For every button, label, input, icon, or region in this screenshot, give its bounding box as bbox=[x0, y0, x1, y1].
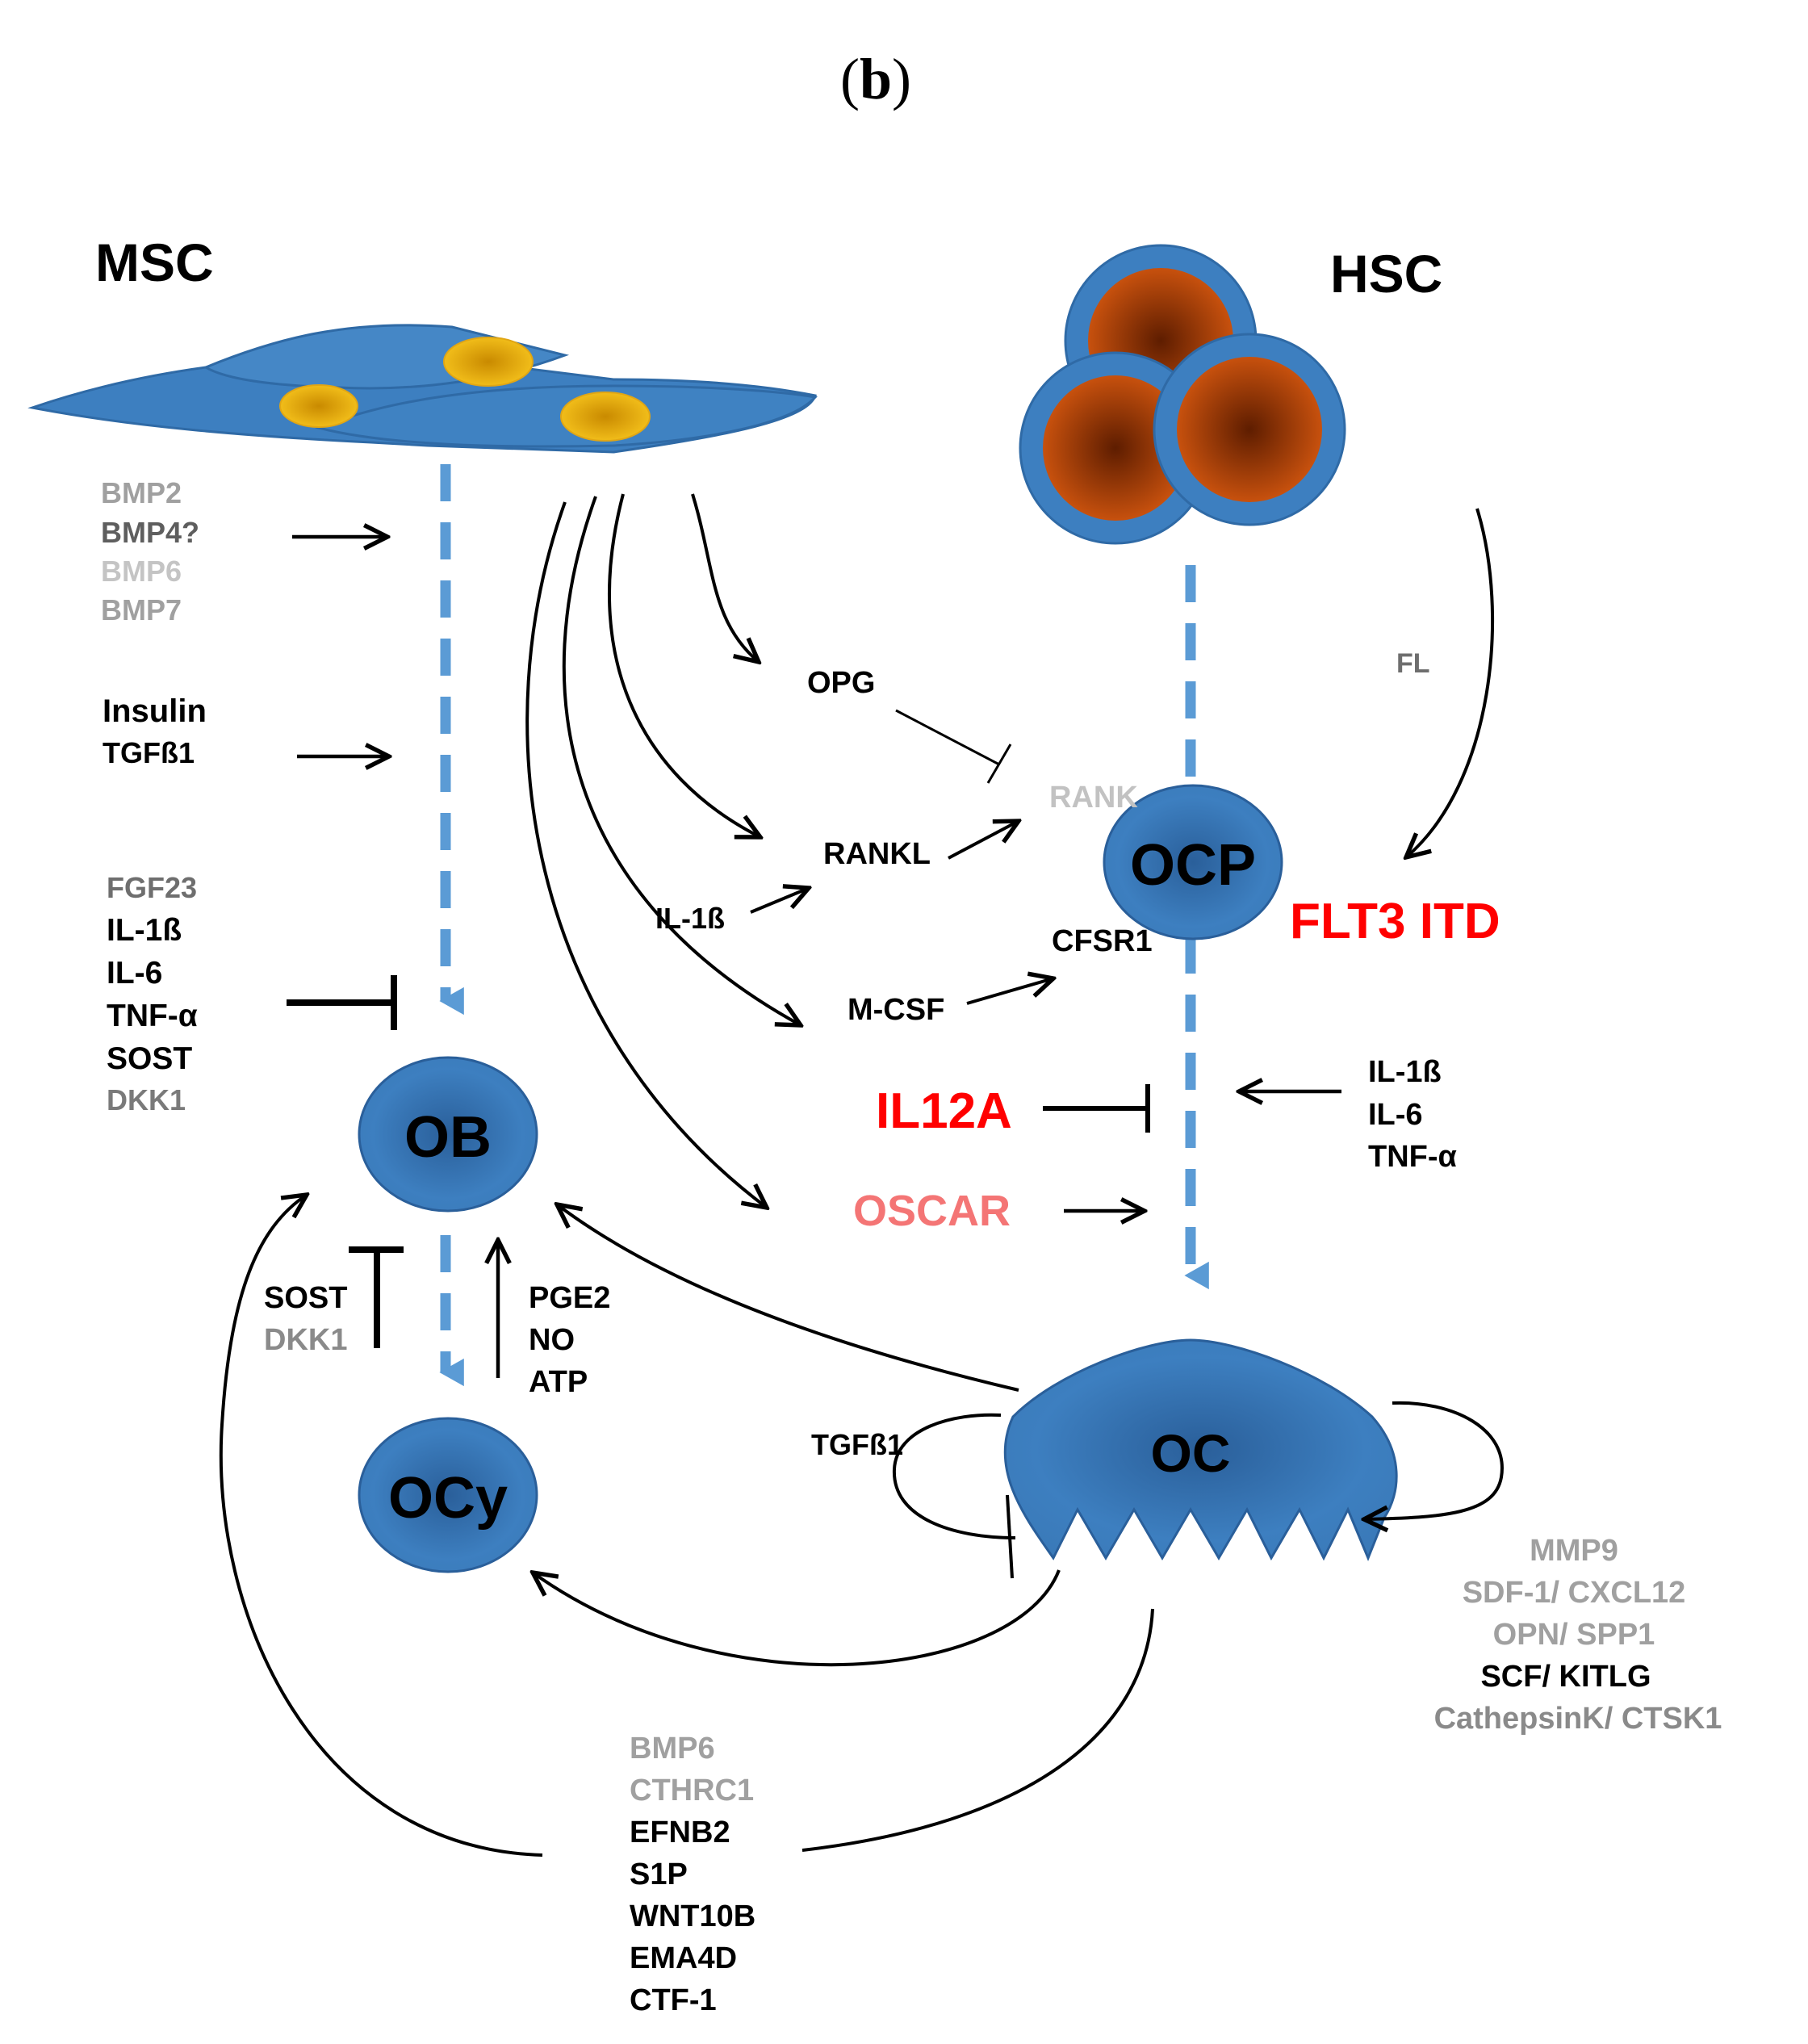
s1p-label: S1P bbox=[630, 1858, 688, 1891]
hsc-nucleus bbox=[1043, 375, 1188, 521]
tnfa-label: TNF-α bbox=[107, 999, 198, 1033]
tgfb1-oc-label: TGFß1 bbox=[811, 1428, 903, 1461]
hsc-to-flt3-curve bbox=[1406, 508, 1495, 857]
oc-label: OC bbox=[1151, 1423, 1231, 1483]
hsc-cell-group bbox=[1019, 244, 1346, 545]
il1b-right-label: IL-1ß bbox=[1368, 1055, 1442, 1089]
bmp-group: BMP2 BMP4? BMP6 BMP7 bbox=[101, 476, 199, 626]
sdf1-label: SDF-1/ CXCL12 bbox=[1463, 1576, 1686, 1610]
msc-to-oscar-curve bbox=[525, 501, 767, 1208]
oc-self-loop bbox=[1364, 1401, 1504, 1519]
opn-label: OPN/ SPP1 bbox=[1493, 1618, 1655, 1652]
insulin-group: Insulin TGFß1 bbox=[103, 693, 207, 769]
bmp6-label: BMP6 bbox=[101, 555, 182, 588]
msc-cell-group bbox=[27, 324, 818, 454]
msc-nucleus bbox=[279, 384, 358, 428]
oc-to-ocy-curve bbox=[533, 1569, 1061, 1667]
opg-inhibit-bar bbox=[986, 743, 1012, 784]
ocp-label: OCP bbox=[1130, 833, 1256, 898]
panel-open-paren: ( bbox=[840, 47, 860, 111]
efnb2-label: EFNB2 bbox=[630, 1816, 730, 1849]
bmp7-label: BMP7 bbox=[101, 593, 182, 626]
oc-to-ob-curve bbox=[557, 1204, 1019, 1392]
il12a-label: IL12A bbox=[876, 1083, 1012, 1139]
ob-label: OB bbox=[404, 1105, 492, 1170]
ocy-cell bbox=[358, 1417, 538, 1573]
tnfa-right-label: TNF-α bbox=[1368, 1140, 1457, 1174]
tgfb1-loop-curve bbox=[892, 1413, 1016, 1539]
ocy-signal-group: PGE2 NO ATP bbox=[529, 1281, 610, 1399]
coupling-factor-group: BMP6 CTHRC1 EFNB2 S1P WNT10B EMA4D CTF-1 bbox=[630, 1732, 755, 2017]
mcsf-to-cfsr1-arrow bbox=[966, 978, 1053, 1005]
il1b-to-rankl-arrow bbox=[750, 888, 809, 914]
oc-cell bbox=[1003, 1338, 1398, 1561]
ob-cell bbox=[358, 1056, 538, 1213]
panel-label: (b) bbox=[840, 47, 911, 111]
oc-to-ob-long-curve-right bbox=[801, 1608, 1154, 1852]
msc-nucleus bbox=[560, 392, 651, 442]
cathepsink-label: CathepsinK/ CTSK1 bbox=[1434, 1702, 1722, 1736]
cfsr1-label: CFSR1 bbox=[1052, 924, 1153, 958]
rankl-to-rank-arrow bbox=[948, 821, 1019, 860]
mmp9-label: MMP9 bbox=[1530, 1534, 1618, 1568]
hsc-label: HSC bbox=[1330, 244, 1442, 304]
mcsf-label: M-CSF bbox=[848, 993, 944, 1027]
panel-letter: b bbox=[860, 47, 892, 111]
cthrc1-label: CTHRC1 bbox=[630, 1774, 754, 1807]
sost-ob-label: SOST bbox=[264, 1281, 347, 1315]
oc-factor-group: MMP9 SDF-1/ CXCL12 OPN/ SPP1 SCF/ KITLG … bbox=[1434, 1534, 1722, 1736]
fl-label: FL bbox=[1396, 648, 1430, 679]
opg-label: OPG bbox=[807, 666, 875, 700]
ocy-label: OCy bbox=[388, 1466, 508, 1531]
msc-to-opg-curve bbox=[691, 493, 759, 662]
oc-to-ob-long-curve-left bbox=[219, 1195, 543, 1857]
sost-label: SOST bbox=[107, 1041, 192, 1076]
msc-nucleus bbox=[443, 337, 534, 387]
dkk1-ob-label: DKK1 bbox=[264, 1323, 347, 1357]
oscar-label: OSCAR bbox=[853, 1187, 1011, 1235]
bmp4-label: BMP4? bbox=[101, 516, 199, 549]
il6-right-label: IL-6 bbox=[1368, 1098, 1423, 1132]
tgfb1-label: TGFß1 bbox=[103, 736, 195, 769]
dkk1-label: DKK1 bbox=[107, 1083, 186, 1116]
rankl-label: RANKL bbox=[823, 837, 931, 871]
opg-inhibit-line bbox=[895, 709, 1000, 766]
ctf1-label: CTF-1 bbox=[630, 1983, 717, 2017]
il6-label: IL-6 bbox=[107, 956, 162, 991]
hsc-nucleus bbox=[1177, 357, 1322, 502]
insulin-label: Insulin bbox=[103, 693, 207, 729]
msc-label: MSC bbox=[95, 232, 214, 292]
msc-to-mcsf-curve bbox=[562, 496, 801, 1025]
msc-to-rankl-curve bbox=[608, 493, 760, 837]
bmp6-bottom-label: BMP6 bbox=[630, 1732, 715, 1765]
scf-label: SCF/ KITLG bbox=[1480, 1660, 1651, 1694]
no-label: NO bbox=[529, 1323, 575, 1357]
atp-label: ATP bbox=[529, 1365, 588, 1399]
il1b-mid-label: IL-1ß bbox=[655, 902, 725, 935]
pge2-label: PGE2 bbox=[529, 1281, 610, 1315]
rank-label: RANK bbox=[1049, 781, 1138, 815]
bmp2-label: BMP2 bbox=[101, 476, 182, 509]
il1b-label: IL-1ß bbox=[107, 913, 182, 948]
panel-close-paren: ) bbox=[892, 47, 911, 111]
ema4d-label: EMA4D bbox=[630, 1941, 737, 1975]
fgf23-label: FGF23 bbox=[107, 871, 197, 904]
inhibitor-group-left: FGF23 IL-1ß IL-6 TNF-α SOST DKK1 bbox=[107, 871, 198, 1116]
right-cytokine-group: IL-1ß IL-6 TNF-α bbox=[1368, 1055, 1457, 1174]
ocp-cell bbox=[1103, 784, 1283, 940]
flt3-itd-label: FLT3 ITD bbox=[1290, 894, 1500, 949]
wnt10b-label: WNT10B bbox=[630, 1899, 755, 1933]
tgfb1-inhibit-bar bbox=[1006, 1494, 1014, 1579]
